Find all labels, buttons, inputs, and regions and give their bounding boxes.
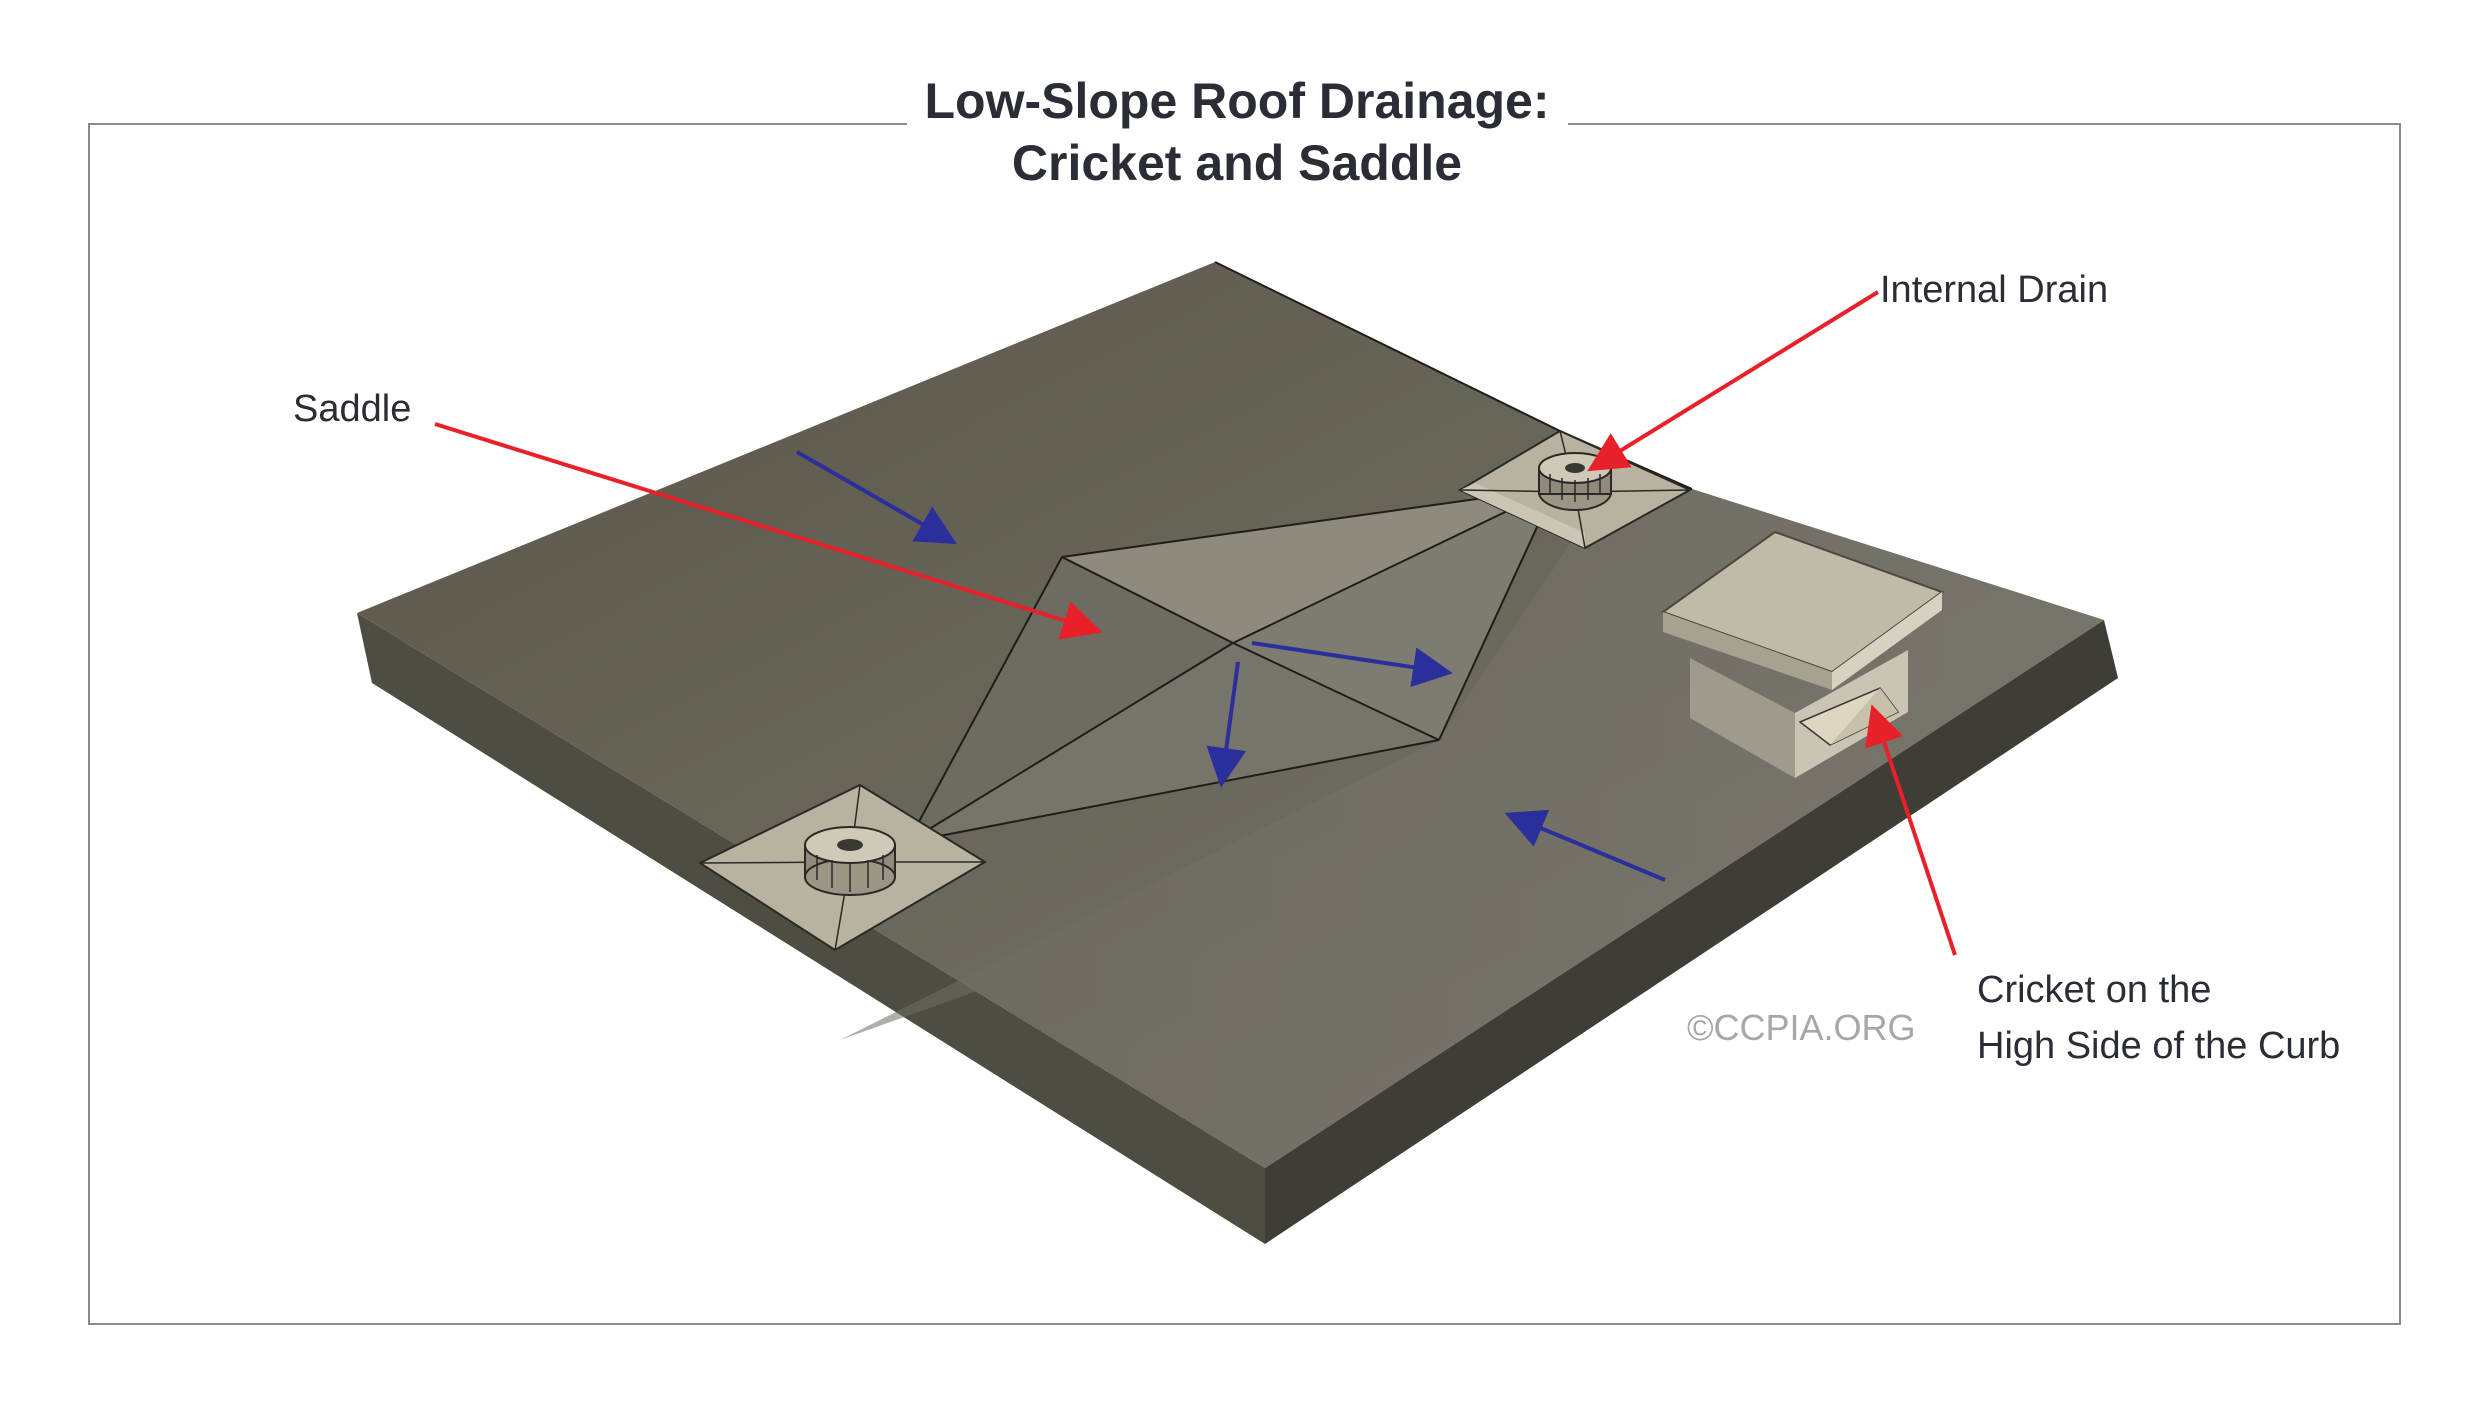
saddle-callout-arrow <box>434 422 1103 640</box>
cricket-label-line-1: Cricket on the <box>1977 969 2212 1011</box>
flow-arrow-2 <box>1251 641 1453 688</box>
copyright-watermark: ©CCPIA.ORG <box>1687 1007 1916 1048</box>
title-line-1: Low-Slope Roof Drainage: <box>906 70 1568 132</box>
callout-arrows <box>434 290 1957 956</box>
internal-drain-lower <box>697 783 987 952</box>
saddle-right-face <box>1233 488 1555 740</box>
saddle-upper-face <box>1062 488 1555 643</box>
saddle-left-face <box>908 557 1233 842</box>
flow-arrow-3 <box>1206 661 1247 788</box>
roof-slab-front-side <box>1265 620 2118 1244</box>
internal-drain-label: Internal Drain <box>1880 269 2109 311</box>
roof-curb <box>1660 530 1945 778</box>
title-line-2: Cricket and Saddle <box>993 132 1481 194</box>
flow-arrow-4 <box>1504 809 1666 882</box>
cricket-label-line-2: High Side of the Curb <box>1977 1025 2341 1067</box>
internal-drain-callout-arrow <box>1587 290 1880 472</box>
flow-arrow-1 <box>796 450 957 544</box>
flow-arrows <box>796 450 1666 882</box>
saddle-label: Saddle <box>293 388 412 430</box>
diagram-title: Low-Slope Roof Drainage: Cricket and Sad… <box>0 70 2474 194</box>
internal-drain-upper <box>1457 429 1693 550</box>
saddle-lower-face <box>908 643 1439 842</box>
cricket-callout-arrow <box>1865 704 1957 956</box>
